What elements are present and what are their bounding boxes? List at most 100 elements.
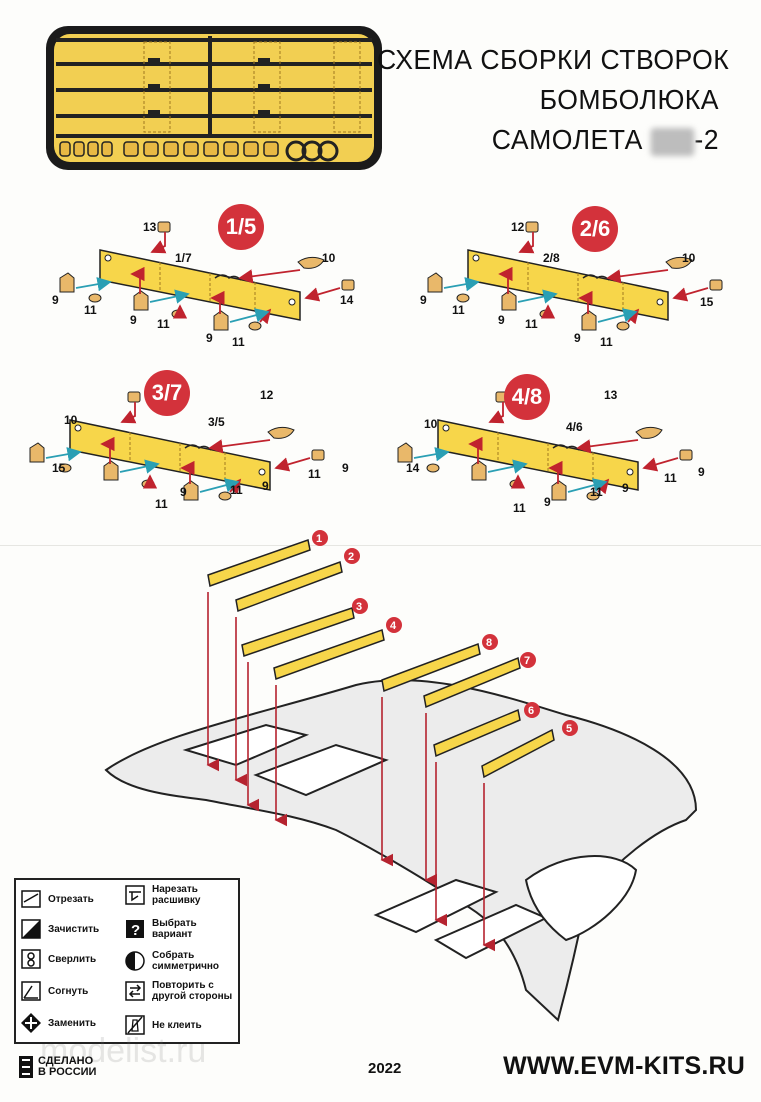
label-a1-11b: 11	[157, 317, 170, 331]
label-a1-9a: 9	[52, 293, 59, 307]
door-panel-7	[423, 656, 521, 709]
label-a4-9a: 9	[544, 495, 551, 509]
label-a4-9c: 9	[698, 465, 705, 479]
door-panel-4	[273, 629, 385, 681]
made-line-1: СДЕЛАНО	[38, 1055, 94, 1067]
label-a4-10: 10	[424, 417, 438, 431]
legend-label-drill: Сверлить	[48, 953, 97, 965]
title-line-3: САМОЛЕТА -2	[377, 120, 719, 160]
title-line-2: БОМБОЛЮКА	[539, 84, 719, 115]
title-line-3-suffix: -2	[694, 124, 719, 155]
door-panel-5	[481, 728, 555, 779]
label-a3-9a: 9	[180, 485, 187, 499]
cut-icon	[21, 890, 41, 908]
label-a1-9b: 9	[130, 313, 137, 327]
year: 2022	[368, 1060, 402, 1077]
label-a1-10: 10	[322, 251, 336, 265]
scribe-icon	[125, 885, 145, 905]
door-num-7: 7	[524, 655, 530, 667]
svg-text:?: ?	[131, 922, 140, 939]
label-a1-9c: 9	[206, 331, 213, 345]
door-panel-8	[381, 642, 481, 693]
label-a3-11b: 11	[230, 483, 243, 497]
label-a1-13: 13	[143, 220, 157, 234]
step-badge-2: 2/6	[572, 206, 618, 252]
no-glue-icon	[125, 1015, 145, 1035]
door-panel-1	[207, 539, 311, 588]
step-badge-3: 3/7	[144, 370, 190, 416]
label-a4-11a: 11	[513, 501, 526, 515]
label-a4-13: 13	[604, 388, 618, 402]
made-in-russia: СДЕЛАНО В РОССИИ	[18, 1055, 96, 1079]
label-a3-12: 12	[260, 388, 274, 402]
legend-item-scribe: Нарезать расшивку	[124, 884, 234, 906]
label-a1-panel: 1/7	[175, 251, 192, 265]
label-a4-9b: 9	[622, 481, 629, 495]
label-a3-9b: 9	[262, 479, 269, 493]
legend-item-no-glue: Не клеить	[124, 1014, 234, 1036]
door-num-1: 1	[316, 533, 322, 545]
drill-icon	[21, 949, 41, 969]
legend-box: Отрезать Зачистить Сверлить Согнуть Заме…	[14, 878, 240, 1044]
made-line-2: В РОССИИ	[38, 1066, 97, 1078]
door-panel-2	[235, 560, 343, 613]
legend-item-repeat: Повторить с другой стороны	[124, 980, 234, 1002]
door-num-8: 8	[486, 637, 492, 649]
label-a4-panel: 4/6	[566, 420, 583, 434]
legend-item-replace: Заменить	[20, 1012, 96, 1034]
step-badge-1: 1/5	[218, 204, 264, 250]
website-url[interactable]: WWW.EVM-KITS.RU	[503, 1052, 745, 1080]
door-panel-6	[433, 708, 521, 758]
label-a3-11a: 11	[155, 497, 168, 511]
legend-item-symmetric: Собрать симметрично	[124, 950, 234, 972]
legend-item-drill: Сверлить	[20, 948, 96, 970]
label-a1-11c: 11	[232, 335, 245, 349]
label-a1-11a: 11	[84, 303, 97, 317]
label-a2-9a: 9	[420, 293, 427, 307]
label-a4-11c: 11	[664, 471, 677, 485]
fuselage-installation: 1 2 3 4 8 7 6 5	[104, 530, 698, 1022]
replace-icon	[21, 1013, 41, 1033]
door-num-4: 4	[390, 620, 397, 632]
label-a2-11b: 11	[525, 317, 538, 331]
label-a2-9c: 9	[574, 331, 581, 345]
label-a3-9c: 9	[342, 461, 349, 475]
label-a2-11a: 11	[452, 303, 465, 317]
label-a2-panel: 2/8	[543, 251, 560, 265]
door-panel-3	[241, 607, 355, 657]
legend-item-bend: Согнуть	[20, 980, 88, 1002]
legend-label-scribe: Нарезать расшивку	[152, 884, 201, 906]
legend-label-bend: Согнуть	[48, 985, 89, 997]
door-num-2: 2	[348, 551, 354, 563]
door-num-5: 5	[566, 723, 572, 735]
label-a1-14: 14	[340, 293, 354, 307]
label-a3-10: 10	[64, 413, 78, 427]
watermark: modelist.ru	[40, 1032, 207, 1070]
page-title: СХЕМА СБОРКИ СТВОРОК БОМБОЛЮКА САМОЛЕТА …	[377, 40, 729, 160]
legend-label-clean: Зачистить	[48, 923, 100, 935]
step-badge-4: 4/8	[504, 374, 550, 420]
page-fold	[0, 545, 761, 546]
legend-label-replace: Заменить	[48, 1017, 97, 1029]
legend-label-choose: Выбрать вариант	[152, 918, 197, 940]
legend-item-clean: Зачистить	[20, 918, 99, 940]
door-num-6: 6	[528, 705, 534, 717]
label-a3-11c: 11	[308, 467, 321, 481]
door-num-3: 3	[356, 601, 362, 613]
label-a2-10: 10	[682, 251, 696, 265]
legend-label-cut: Отрезать	[48, 893, 94, 905]
legend-item-cut: Отрезать	[20, 888, 94, 910]
repeat-icon	[125, 981, 145, 1001]
title-line-3-prefix: САМОЛЕТА	[491, 124, 643, 155]
label-a2-15: 15	[700, 295, 714, 309]
legend-label-no-glue: Не клеить	[152, 1019, 202, 1031]
label-a4-14: 14	[406, 461, 420, 475]
legend-label-repeat: Повторить с другой стороны	[152, 980, 233, 1002]
clean-icon	[21, 919, 41, 939]
assembly-template	[59, 221, 355, 331]
legend-item-choose: ? Выбрать вариант	[124, 918, 234, 940]
label-a2-12: 12	[511, 220, 525, 234]
label-a4-11b: 11	[590, 485, 603, 499]
label-a2-9b: 9	[498, 313, 505, 327]
legend-label-symmetric: Собрать симметрично	[152, 950, 220, 972]
